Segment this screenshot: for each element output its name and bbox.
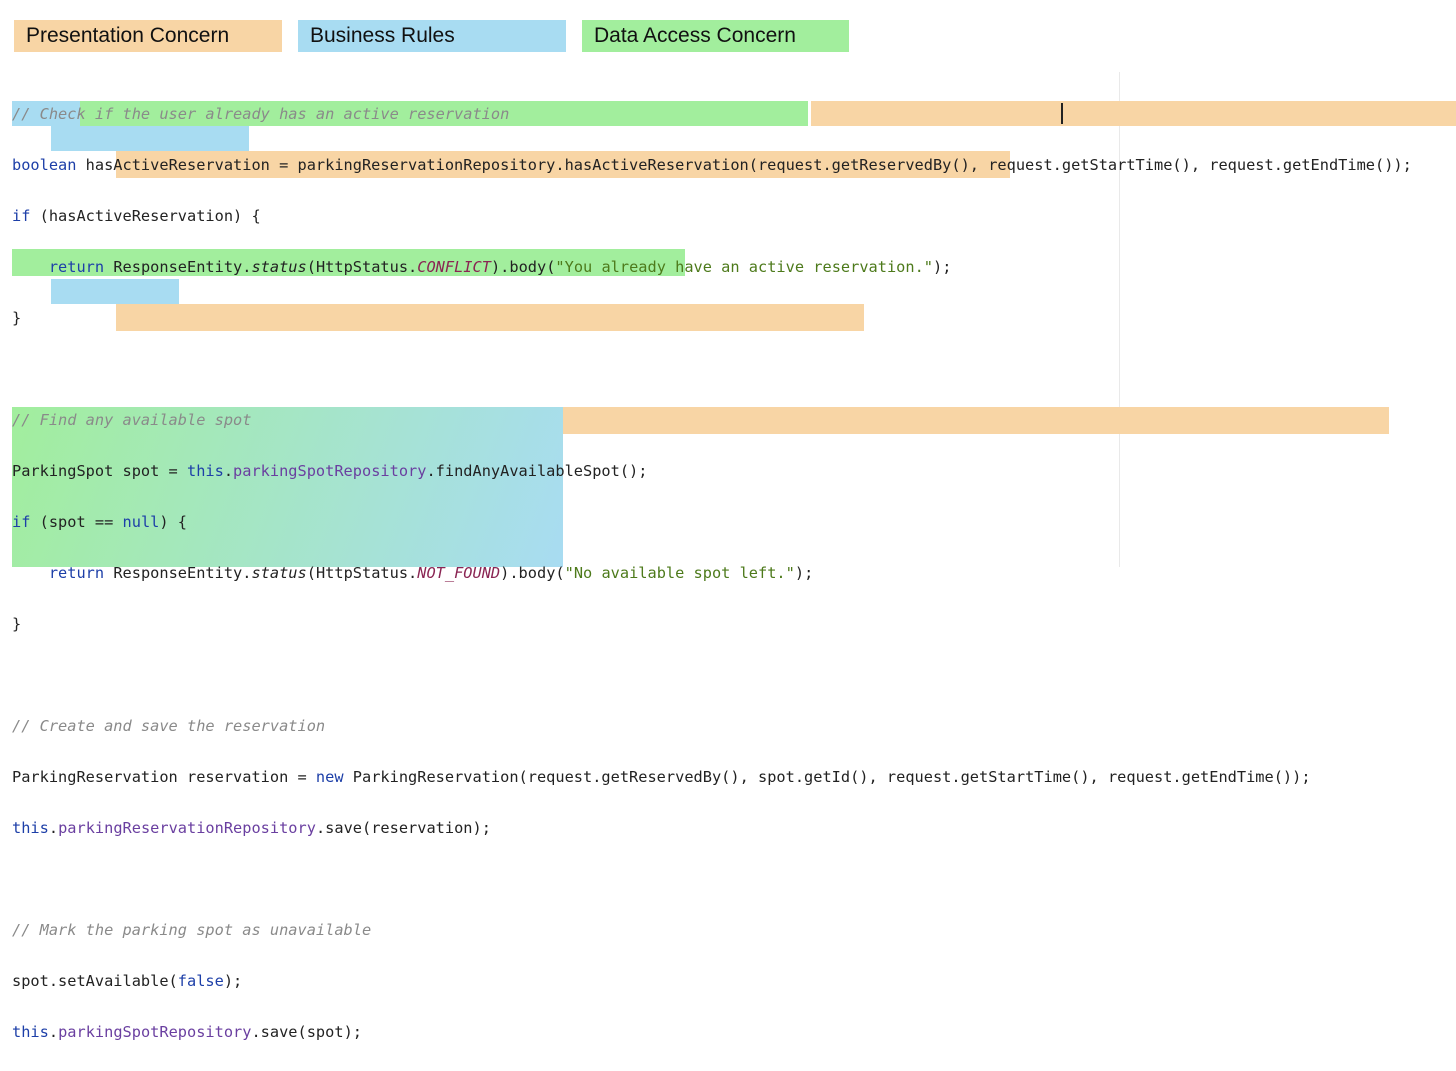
highlight-presentation [811, 101, 1456, 126]
code-text: (spot == [30, 512, 123, 531]
keyword: this [12, 818, 49, 837]
code-text: (hasActiveReservation) { [30, 206, 261, 225]
highlight-business-data-access [12, 407, 563, 567]
method-static: status [251, 257, 307, 276]
code-comment: // Mark the parking spot as unavailable [12, 920, 372, 939]
keyword: new [315, 767, 344, 786]
code-line: // Check if the user already has an acti… [12, 102, 1412, 128]
code-line-blank [12, 867, 1412, 893]
code-text: ).body( [500, 563, 565, 582]
code-text: ); [223, 971, 243, 990]
code-text: spot.setAvailable( [12, 971, 178, 990]
keyword: this [186, 461, 224, 480]
highlight-data-access [12, 101, 808, 126]
field: parkingReservationRepository [58, 818, 316, 837]
field: parkingSpotRepository [233, 461, 427, 480]
code-text: } [12, 614, 22, 633]
code-text: ParkingReservation(request.getReservedBy… [343, 767, 1311, 786]
code-line: spot.setAvailable(false); [12, 969, 1412, 995]
highlight-business [51, 279, 179, 304]
keyword: null [122, 512, 160, 531]
code-text: ) { [159, 512, 188, 531]
legend-presentation-concern: Presentation Concern [14, 20, 282, 52]
keyword: boolean [12, 155, 77, 174]
code-text: . [48, 818, 59, 837]
code-text: (HttpStatus. [306, 563, 418, 582]
constant: CONFLICT [417, 257, 491, 276]
keyword: this [12, 1022, 49, 1041]
code-line: // Mark the parking spot as unavailable [12, 918, 1412, 944]
method-static: status [251, 563, 307, 582]
legend-business-rules: Business Rules [298, 20, 566, 52]
highlight-presentation [563, 407, 1389, 434]
text-cursor [1061, 103, 1063, 124]
editor-margin-ruler [1119, 72, 1120, 567]
code-text: . [223, 461, 234, 480]
keyword: return [12, 257, 105, 276]
code-line: } [12, 306, 1412, 332]
highlight-business [51, 126, 249, 151]
code-line-blank [12, 357, 1412, 383]
code-text: } [12, 308, 22, 327]
code-line: ParkingSpot spot = this.parkingSpotRepos… [12, 459, 1412, 485]
code-line: // Create and save the reservation [12, 714, 1412, 740]
code-line: boolean hasActiveReservation = parkingRe… [12, 153, 1412, 179]
code-line: if (spot == null) { [12, 510, 1412, 536]
code-line: // Find any available spot [12, 408, 1412, 434]
code-line: } [12, 612, 1412, 638]
code-text: ParkingReservation reservation = [12, 767, 316, 786]
code-line: return ResponseEntity.status(HttpStatus.… [12, 561, 1412, 587]
code-text: ).body( [490, 257, 556, 276]
code-line-blank [12, 663, 1412, 689]
code-comment: // Check if the user already has an acti… [12, 104, 510, 123]
highlight-presentation [116, 151, 1010, 178]
code-line: this.parkingReservationRepository.save(r… [12, 816, 1412, 842]
keyword: if [12, 206, 31, 225]
field: parkingSpotRepository [58, 1022, 252, 1041]
code-text: ParkingSpot spot = [12, 461, 187, 480]
code-text: ResponseEntity. [104, 563, 252, 582]
code-line: this.parkingSpotRepository.save(spot); [12, 1020, 1412, 1046]
code-line: if (hasActiveReservation) { [12, 204, 1412, 230]
code-text: ResponseEntity. [104, 257, 252, 276]
code-text: hasActiveReservation = parkingReservatio… [76, 155, 1412, 174]
code-text: ); [933, 257, 952, 276]
string-literal: "No available spot left." [564, 563, 795, 582]
code-editor[interactable]: // Check if the user already has an acti… [12, 76, 1412, 1071]
code-text: .findAnyAvailableSpot(); [426, 461, 648, 480]
code-text: .save(spot); [251, 1022, 362, 1041]
constant: NOT_FOUND [417, 563, 501, 582]
code-text: . [48, 1022, 59, 1041]
string-literal: "You already have an active reservation.… [555, 257, 933, 276]
keyword: return [12, 563, 105, 582]
legend-data-access-concern: Data Access Concern [582, 20, 849, 52]
highlight-data-access [12, 249, 685, 276]
code-comment: // Create and save the reservation [12, 716, 326, 735]
keyword: if [12, 512, 31, 531]
highlight-presentation [116, 304, 864, 331]
keyword: false [177, 971, 224, 990]
code-comment: // Find any available spot [12, 410, 252, 429]
code-line: return ResponseEntity.status(HttpStatus.… [12, 255, 1412, 281]
code-text: ); [794, 563, 814, 582]
code-line: ParkingReservation reservation = new Par… [12, 765, 1412, 791]
code-text: .save(reservation); [315, 818, 491, 837]
highlight-business [12, 101, 80, 126]
code-text: (HttpStatus. [306, 257, 418, 276]
